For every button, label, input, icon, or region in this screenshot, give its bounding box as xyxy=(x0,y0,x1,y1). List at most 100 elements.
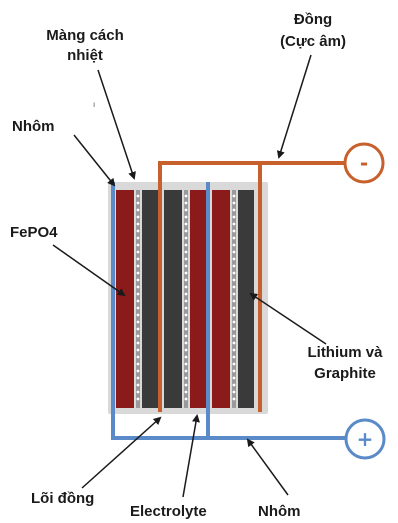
ion-dot xyxy=(184,264,188,268)
ion-dot xyxy=(184,383,188,387)
ion-dot xyxy=(136,229,140,233)
ion-dot xyxy=(136,397,140,401)
ion-dot xyxy=(232,390,236,394)
copper-wire xyxy=(158,161,345,412)
ion-dot xyxy=(136,208,140,212)
label-separator-line1: Màng cách xyxy=(46,27,124,44)
stray-mark: ı xyxy=(93,100,95,109)
ion-dot xyxy=(136,383,140,387)
ion-dot xyxy=(136,334,140,338)
ion-dot xyxy=(232,271,236,275)
ion-dot xyxy=(136,341,140,345)
ion-dot xyxy=(136,271,140,275)
ion-dot xyxy=(232,362,236,366)
ion-dot xyxy=(232,208,236,212)
ion-dot xyxy=(184,334,188,338)
anode-layer-1 xyxy=(142,190,160,408)
ion-dot xyxy=(136,285,140,289)
ion-dot xyxy=(232,355,236,359)
ion-dot xyxy=(232,222,236,226)
pointer-copper xyxy=(276,54,312,159)
pointer-cathode xyxy=(52,244,126,297)
ion-dot xyxy=(232,334,236,338)
ion-dot xyxy=(136,243,140,247)
ion-dot xyxy=(232,229,236,233)
ion-dot xyxy=(184,341,188,345)
positive-terminal: + xyxy=(344,418,386,460)
cathode-layer-3 xyxy=(212,190,230,408)
ion-dot xyxy=(136,250,140,254)
separator-3 xyxy=(232,190,236,408)
label-cathode-material: FePO4 xyxy=(10,224,58,241)
ion-dot xyxy=(232,383,236,387)
ion-dot xyxy=(232,320,236,324)
ion-dot xyxy=(184,355,188,359)
pointer-anode xyxy=(249,292,327,345)
cathode-layer-1 xyxy=(116,190,134,408)
anode-layer-2 xyxy=(164,190,182,408)
ion-dot xyxy=(136,194,140,198)
ion-dot xyxy=(184,278,188,282)
ion-dot xyxy=(232,313,236,317)
ion-dot xyxy=(184,299,188,303)
ion-dot xyxy=(136,376,140,380)
ion-dot xyxy=(232,327,236,331)
ion-dot xyxy=(232,236,236,240)
ion-dot xyxy=(232,341,236,345)
ion-dot xyxy=(136,320,140,324)
ion-dot xyxy=(232,306,236,310)
ion-dot xyxy=(184,390,188,394)
ion-dot xyxy=(136,201,140,205)
ion-dot xyxy=(136,313,140,317)
label-aluminum-bottom: Nhôm xyxy=(258,503,301,520)
ion-dot xyxy=(136,327,140,331)
ion-dot xyxy=(184,257,188,261)
ion-dot xyxy=(184,201,188,205)
label-copper-line2: (Cực âm) xyxy=(280,33,346,50)
ion-dot xyxy=(184,271,188,275)
ion-dot xyxy=(184,285,188,289)
ion-dot xyxy=(184,348,188,352)
ion-dot xyxy=(136,257,140,261)
negative-symbol: - xyxy=(360,151,368,175)
ion-dot xyxy=(136,369,140,373)
ion-dot xyxy=(136,236,140,240)
ion-dot xyxy=(232,369,236,373)
ion-dot xyxy=(184,222,188,226)
ion-dot xyxy=(136,278,140,282)
ion-dot xyxy=(136,348,140,352)
ion-dot xyxy=(184,313,188,317)
ion-dot xyxy=(184,229,188,233)
ion-dot xyxy=(136,264,140,268)
electrolyte-ion-dots xyxy=(136,194,236,401)
pointer-aluminum-bottom xyxy=(246,438,289,496)
ion-dot xyxy=(184,208,188,212)
ion-dot xyxy=(184,292,188,296)
cathode-layer-2 xyxy=(190,190,208,408)
pointer-aluminum-top xyxy=(73,134,116,187)
label-electrolyte: Electrolyte xyxy=(130,503,207,520)
ion-dot xyxy=(232,243,236,247)
ion-dot xyxy=(184,194,188,198)
ion-dot xyxy=(136,299,140,303)
ion-dot xyxy=(184,243,188,247)
negative-terminal: - xyxy=(343,142,385,184)
ion-dot xyxy=(232,194,236,198)
label-separator-line2: nhiệt xyxy=(67,47,103,64)
ion-dot xyxy=(232,292,236,296)
pointer-copper-core xyxy=(81,416,162,489)
ion-dot xyxy=(136,222,140,226)
ion-dot xyxy=(136,362,140,366)
ion-dot xyxy=(184,236,188,240)
ion-dot xyxy=(232,264,236,268)
label-anode-line1: Lithium và xyxy=(307,344,383,361)
ion-dot xyxy=(136,215,140,219)
ion-dot xyxy=(232,299,236,303)
ion-dot xyxy=(184,327,188,331)
ion-dot xyxy=(232,201,236,205)
anode-layer-3 xyxy=(238,190,254,408)
ion-dot xyxy=(232,376,236,380)
ion-dot xyxy=(232,250,236,254)
ion-dot xyxy=(232,257,236,261)
